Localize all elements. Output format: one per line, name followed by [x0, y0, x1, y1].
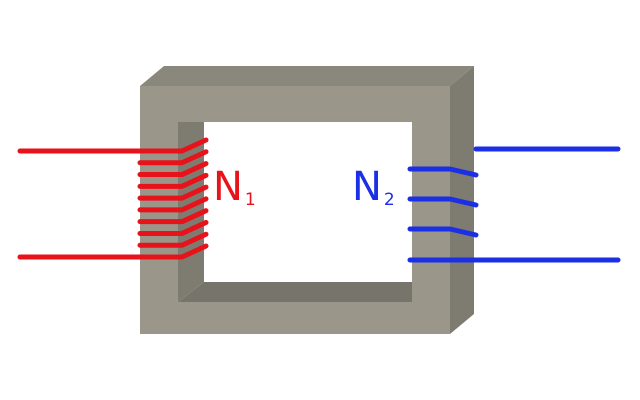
primary-turn [137, 208, 209, 225]
primary-turn [137, 243, 209, 260]
primary-turn [137, 219, 209, 236]
primary-winding [17, 137, 209, 260]
primary-turn [137, 184, 209, 201]
core-top-face [140, 66, 474, 86]
secondary-winding [407, 146, 621, 263]
core-window [204, 122, 412, 282]
secondary-subscript: 2 [384, 190, 395, 210]
primary-turn [137, 161, 209, 178]
primary-turn [137, 196, 209, 213]
secondary-turn [407, 226, 479, 238]
secondary-turn [407, 196, 479, 208]
core-front-face [140, 86, 450, 334]
primary-turn [137, 149, 209, 166]
primary-turn [137, 172, 209, 189]
secondary-turn [407, 166, 479, 178]
primary-subscript: 1 [245, 190, 256, 210]
primary-turn [137, 231, 209, 248]
primary-turn [137, 137, 209, 154]
core-window-bottom-shadow [178, 282, 412, 302]
